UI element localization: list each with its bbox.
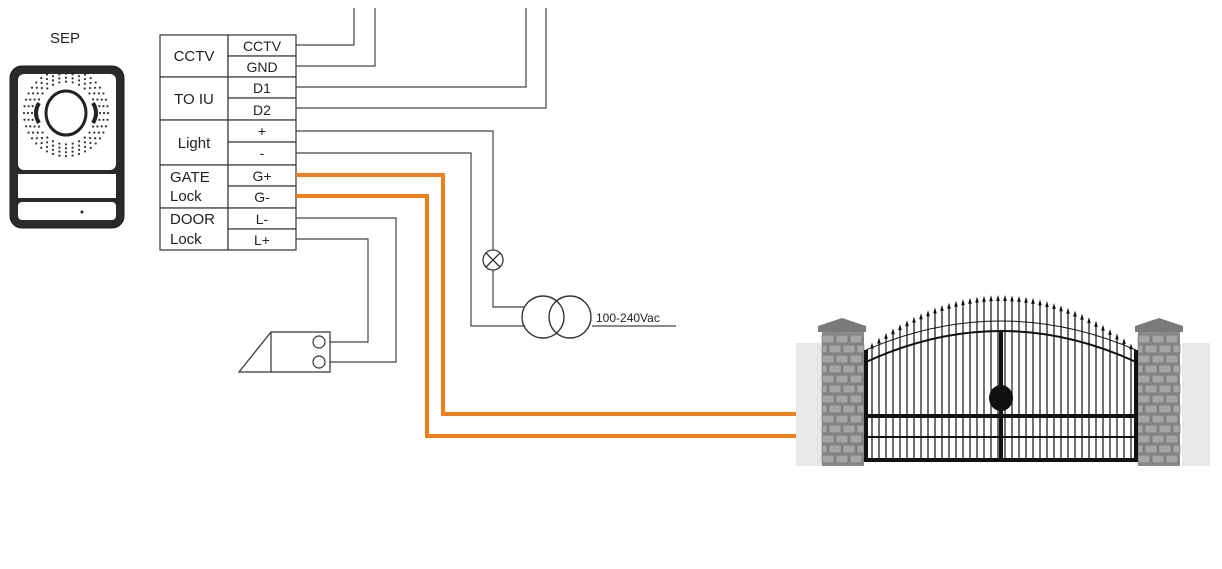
gate-icon: [796, 295, 1210, 466]
terminal-light-plus: +: [258, 123, 266, 139]
terminal-light-minus: -: [260, 145, 265, 161]
group-door-lock-label: Lock: [170, 231, 202, 248]
group-door-label: DOOR: [170, 211, 215, 228]
power-supply-label: 100-240Vac: [596, 311, 660, 325]
wire-l-plus: [296, 238, 369, 343]
transformer-icon: [521, 295, 592, 339]
wire-gnd: [296, 8, 376, 67]
terminal-l-minus: L-: [256, 211, 269, 227]
group-cctv-label: CCTV: [174, 48, 215, 65]
terminal-d2: D2: [253, 102, 271, 118]
terminal-g-plus: G+: [252, 168, 271, 184]
wire-light-plus: [296, 130, 494, 250]
device-label: SEP: [50, 30, 80, 47]
wire-lamp-to-transformer: [492, 270, 525, 308]
wire-cctv: [296, 8, 355, 46]
outdoor-panel-device: [9, 65, 125, 229]
group-gate-label: GATE: [170, 169, 210, 186]
wire-l-minus: [296, 217, 397, 363]
wire-g-plus: [296, 173, 800, 416]
speaker-grille-icon: [22, 68, 110, 158]
terminal-cctv: CCTV: [243, 38, 282, 54]
wire-d2: [296, 8, 547, 109]
indicator-dot-icon: [80, 210, 84, 214]
lamp-icon: [482, 249, 504, 271]
group-gate-lock-label: Lock: [170, 188, 202, 205]
wire-light-minus: [296, 152, 525, 327]
terminal-gnd: GND: [246, 59, 277, 75]
group-light-label: Light: [178, 135, 211, 152]
terminal-l-plus: L+: [254, 232, 270, 248]
door-lock-icon: [237, 331, 331, 373]
wires: [296, 8, 800, 438]
terminal-block: CCTV TO IU Light GATE Lock DOOR Lock CCT…: [159, 34, 297, 251]
group-to-iu-label: TO IU: [174, 91, 214, 108]
wire-d1: [296, 8, 527, 88]
terminal-d1: D1: [253, 80, 271, 96]
wire-g-minus: [296, 194, 800, 438]
terminal-g-minus: G-: [254, 189, 270, 205]
